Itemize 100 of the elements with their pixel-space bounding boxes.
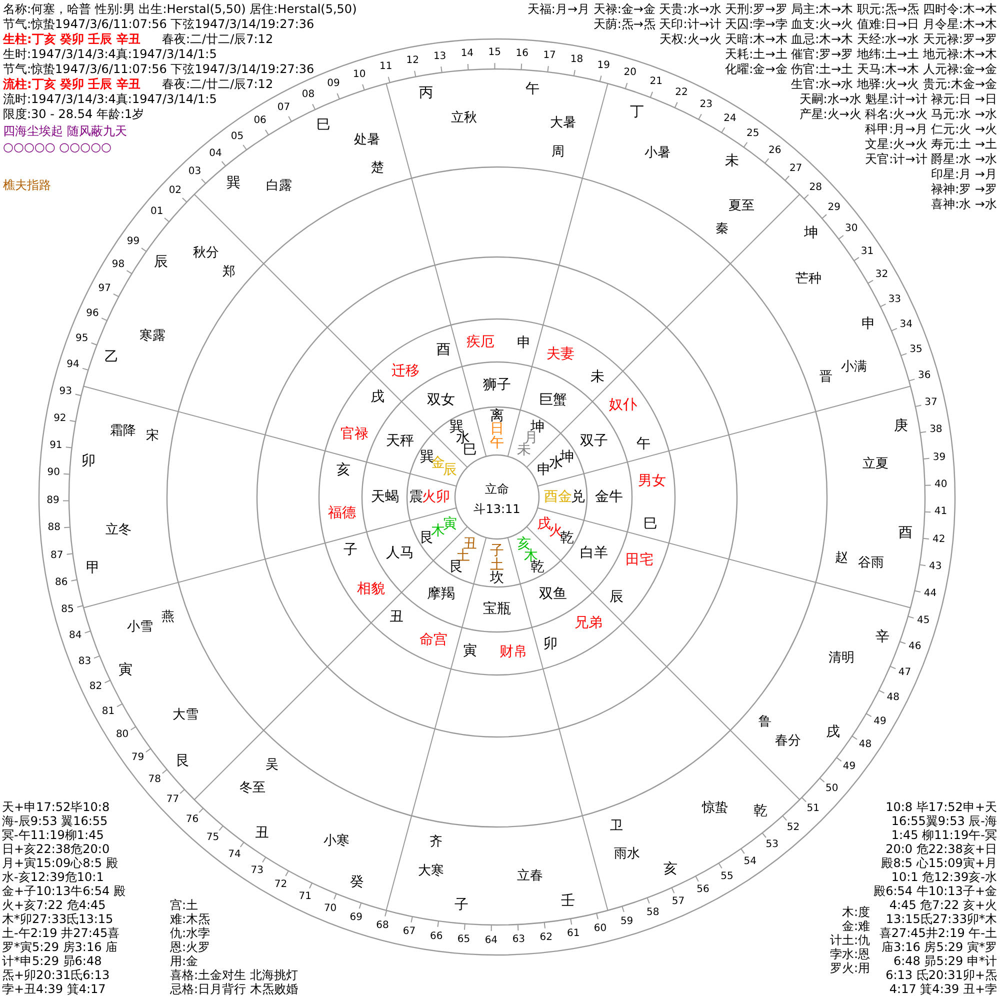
degree-number: 44 [924,588,937,600]
degree-number: 63 [512,934,526,946]
star-relation-line: 禄神:罗 →罗 [931,182,997,196]
star-relation-line: 天权:火→火 天暗:木→木 血忌:木→木 天经:水→水 天元禄:罗→罗 [659,32,997,46]
degree-number: 22 [675,87,688,100]
direction-label: 卯 [82,453,96,470]
degree-number: 12 [406,55,420,68]
degree-number: 10 [353,68,366,81]
chart-pattern-line: 难:木炁 [170,912,210,926]
branch-label: 戌 [536,516,551,532]
degree-number: 14 [460,48,474,60]
degree-number: 21 [650,76,662,88]
trigram-label: 乾 [560,530,574,546]
palace-branch-label: 寅 [462,642,477,659]
zodiac-label: 摩羯 [427,586,455,602]
zodiac-label: 白羊 [580,545,608,561]
degree-number: 89 [46,494,60,507]
planet-position-line: 20:0 危22:38亥+日 [886,842,997,856]
direction-label: 子 [454,897,468,914]
palace-branch-label: 未 [590,369,604,386]
palace-label: 官禄 [340,426,368,442]
degree-number: 36 [918,370,931,382]
degree-number: 87 [50,550,64,562]
planet-label: 火 [422,489,436,505]
degree-number: 04 [209,148,222,160]
zodiac-label: 巨蟹 [539,392,567,408]
degree-number: 29 [828,202,840,214]
degree-number: 16 [516,48,529,60]
direction-label: 未 [725,153,740,170]
palace-label: 田宅 [626,552,654,568]
star-relation-line: 喜神:水 →水 [931,197,997,211]
degree-number: 30 [845,223,858,236]
direction-label: 癸 [350,874,364,890]
region-label: 赵 [835,550,848,566]
region-label: 卫 [610,818,624,834]
degree-number: 18 [570,54,584,66]
degree-number: 81 [102,706,115,718]
palace-branch-label: 申 [517,335,532,352]
degree-number: 70 [324,902,337,915]
solar-term-label: 小暑 [644,145,671,160]
zodiac-label: 宝瓶 [483,601,511,617]
planet-label: 水 [548,455,563,471]
star-relation-line: 印星:月 →月 [931,167,997,181]
info-line: 节气:惊蛰1947/3/6/11:07:56 下弦1947/3/14/19:27:36 [3,62,314,76]
direction-label: 壬 [561,892,576,909]
direction-label: 巳 [316,117,331,134]
region-label: 郑 [222,264,236,280]
planet-label: 金 [431,455,446,471]
info-line: 流时:1947/3/14/3:4真:1947/3/14/1:5 [3,92,217,106]
degree-number: 73 [250,864,264,877]
branch-label: 午 [490,435,504,451]
solar-term-label: 雨水 [614,846,640,862]
planet-position-line: 天+申17:52毕10:8 [2,800,110,814]
palace-branch-label: 卯 [543,636,558,652]
direction-label: 坤 [804,225,818,242]
ascendant-label: 立命 [485,482,509,496]
palace-branch-label: 巳 [644,516,658,532]
solar-term-label: 小寒 [323,834,350,849]
degree-number: 48 [858,738,872,751]
planet-position-line: 6:13 氐20:31卯+炁 [886,968,997,982]
direction-label: 亥 [663,860,678,877]
direction-label: 申 [862,316,876,332]
chart-pattern-line: 忌格:日月背行 木炁败婚 [170,982,298,996]
star-role-line: 计土:仇 [830,933,870,947]
info-line: 春夜:二/廿二/辰7:12 [162,77,274,91]
direction-label: 甲 [86,560,100,576]
chart-pattern-line: 恩:火罗 [170,940,210,954]
degree-number: 25 [746,128,760,140]
trigram-label: 坎 [490,570,504,586]
palace-label: 迁移 [391,362,420,379]
zodiac-label: 狮子 [483,377,511,393]
degree-number: 71 [298,891,312,904]
degree-number: 98 [112,259,125,272]
degree-number: 35 [910,344,922,356]
degree-number: 15 [488,47,502,59]
star-role-line: 孛水:恩 [830,947,870,961]
degree-number: 20 [624,67,636,80]
planet-position-line: 炁+卯20:31氐6:13 [2,968,110,982]
degree-number: 34 [900,318,913,331]
direction-label: 艮 [176,752,190,769]
solar-term-label: 立春 [517,868,544,884]
degree-number: 96 [86,308,99,320]
palace-branch-label: 午 [636,436,651,452]
chart-pattern-line: 仇:水孛 [170,926,210,940]
star-relation-line: 文星:火→火 寿元:土 →土 [865,137,997,151]
solar-term-label: 芒种 [795,272,822,287]
solar-term-label: 小满 [841,360,868,375]
branch-label: 辰 [443,462,458,478]
solar-term-label: 谷雨 [858,555,884,570]
direction-label: 巽 [226,174,240,191]
trigram-label: 艮 [420,530,434,546]
motto-text: 四海尘埃起 随风蔽九天 [3,124,127,138]
solar-term-label: 清明 [828,650,854,666]
degree-number: 77 [166,794,180,806]
degree-number: 27 [789,162,802,175]
solar-term-label: 小雪 [126,619,153,634]
degree-number: 38 [930,424,942,436]
palace-label: 奴仆 [609,397,638,414]
degree-number: 59 [620,916,634,928]
degree-number: 54 [744,856,756,868]
